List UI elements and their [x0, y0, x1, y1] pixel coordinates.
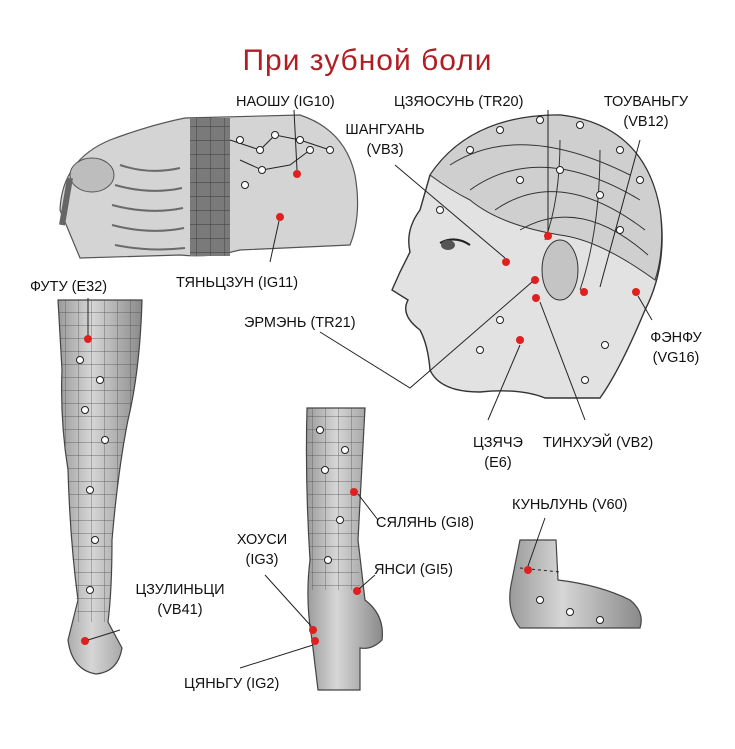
label-tszulintsi: ЦЗУЛИНЬЦИ (VB41)	[110, 580, 250, 620]
label-tszyache: ЦЗЯЧЭ (Е6)	[458, 433, 538, 473]
label-fenfu-name: ФЭНФУ	[650, 330, 702, 346]
label-housi: ХОУСИ (IG3)	[222, 530, 302, 570]
point-naoshu	[293, 170, 301, 178]
label-fenfu: ФЭНФУ (VG16)	[626, 328, 726, 368]
arm-figure	[305, 407, 383, 691]
point-tsyangu	[311, 637, 319, 645]
point-tszyaosun	[544, 232, 552, 240]
point-housi	[309, 626, 317, 634]
point-touvangu	[580, 288, 588, 296]
foot-figure	[509, 539, 642, 629]
label-touvangu: ТОУВАНЬГУ (VB12)	[576, 92, 716, 132]
label-touvangu-name: ТОУВАНЬГУ	[603, 94, 689, 110]
head-figure	[391, 114, 663, 399]
label-tinhuey: ТИНХУЭЙ (VB2)	[543, 435, 654, 451]
label-shanguan-code: (VB3)	[366, 142, 404, 158]
label-tszyache-code: (Е6)	[484, 455, 512, 471]
label-kunlun: КУНЬЛУНЬ (V60)	[512, 497, 628, 513]
label-tszulintsi-name: ЦЗУЛИНЬЦИ	[135, 582, 225, 598]
point-kunlun	[524, 566, 532, 574]
label-tszyache-name: ЦЗЯЧЭ	[473, 435, 523, 451]
point-ermen	[531, 276, 539, 284]
label-touvangu-code: (VB12)	[623, 114, 669, 130]
point-futu	[84, 335, 92, 343]
point-syalyan	[350, 488, 358, 496]
leg-figure	[57, 299, 143, 675]
label-syalyan: СЯЛЯНЬ (GI8)	[376, 515, 474, 531]
label-tszulintsi-code: (VB41)	[157, 602, 203, 618]
label-tszyaosun: ЦЗЯОСУНЬ (TR20)	[394, 94, 524, 110]
page-title: При зубной боли	[242, 44, 493, 77]
label-ermen: ЭРМЭНЬ (TR21)	[244, 315, 356, 331]
point-tyantszun	[276, 213, 284, 221]
label-futu: ФУТУ (Е32)	[30, 279, 108, 295]
point-tszyache	[516, 336, 524, 344]
label-naoshu: НАОШУ (IG10)	[236, 94, 335, 110]
label-housi-name: ХОУСИ	[236, 532, 288, 548]
leader-lines	[87, 109, 653, 669]
point-tinhuey	[532, 294, 540, 302]
point-shanguan	[502, 258, 510, 266]
label-tsyangu: ЦЯНЬГУ (IG2)	[184, 676, 280, 692]
point-tszulintsi	[81, 637, 89, 645]
label-tyantszun: ТЯНЬЦЗУН (IG11)	[176, 275, 299, 291]
label-shanguan-name: ШАНГУАНЬ	[345, 122, 425, 138]
label-fenfu-code: (VG16)	[652, 350, 700, 366]
label-shanguan: ШАНГУАНЬ (VB3)	[330, 120, 440, 160]
back-shoulder-figure	[59, 114, 359, 259]
label-yansi: ЯНСИ (GI5)	[374, 562, 453, 578]
point-fenfu	[632, 288, 640, 296]
label-housi-code: (IG3)	[245, 552, 279, 568]
